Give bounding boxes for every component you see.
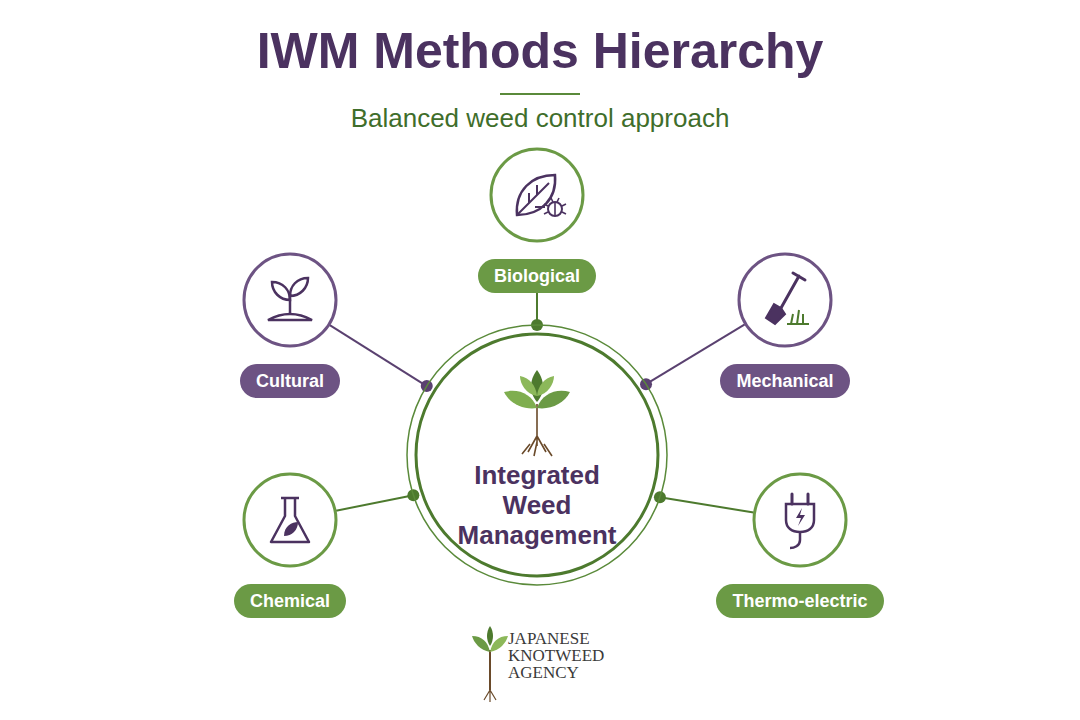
logo-text: JAPANESE KNOTWEED AGENCY xyxy=(508,630,620,681)
connector xyxy=(654,491,754,512)
method-label: Chemical xyxy=(234,584,346,618)
method-node: Mechanical xyxy=(695,250,875,398)
method-label: Mechanical xyxy=(720,364,849,398)
plant-illustration xyxy=(504,370,570,456)
connector xyxy=(336,489,419,511)
method-icon xyxy=(240,250,340,350)
method-label: Thermo-electric xyxy=(716,584,883,618)
center-title: Integrated Weed Management xyxy=(442,460,632,550)
method-icon xyxy=(750,470,850,570)
logo-plant xyxy=(472,626,508,702)
method-node: Thermo-electric xyxy=(710,470,890,618)
connector xyxy=(330,325,433,392)
subtitle: Balanced weed control approach xyxy=(0,103,1080,134)
method-icon xyxy=(487,145,587,245)
method-label: Cultural xyxy=(240,364,340,398)
method-node: Chemical xyxy=(200,470,380,618)
method-node: Cultural xyxy=(200,250,380,398)
method-icon xyxy=(240,470,340,570)
method-icon xyxy=(735,250,835,350)
title-divider xyxy=(500,93,580,95)
central-circle: Integrated Weed Management xyxy=(406,324,668,586)
method-label: Biological xyxy=(478,259,596,293)
method-node: Biological xyxy=(447,145,627,293)
diagram-title: IWM Methods Hierarchy xyxy=(0,22,1080,80)
